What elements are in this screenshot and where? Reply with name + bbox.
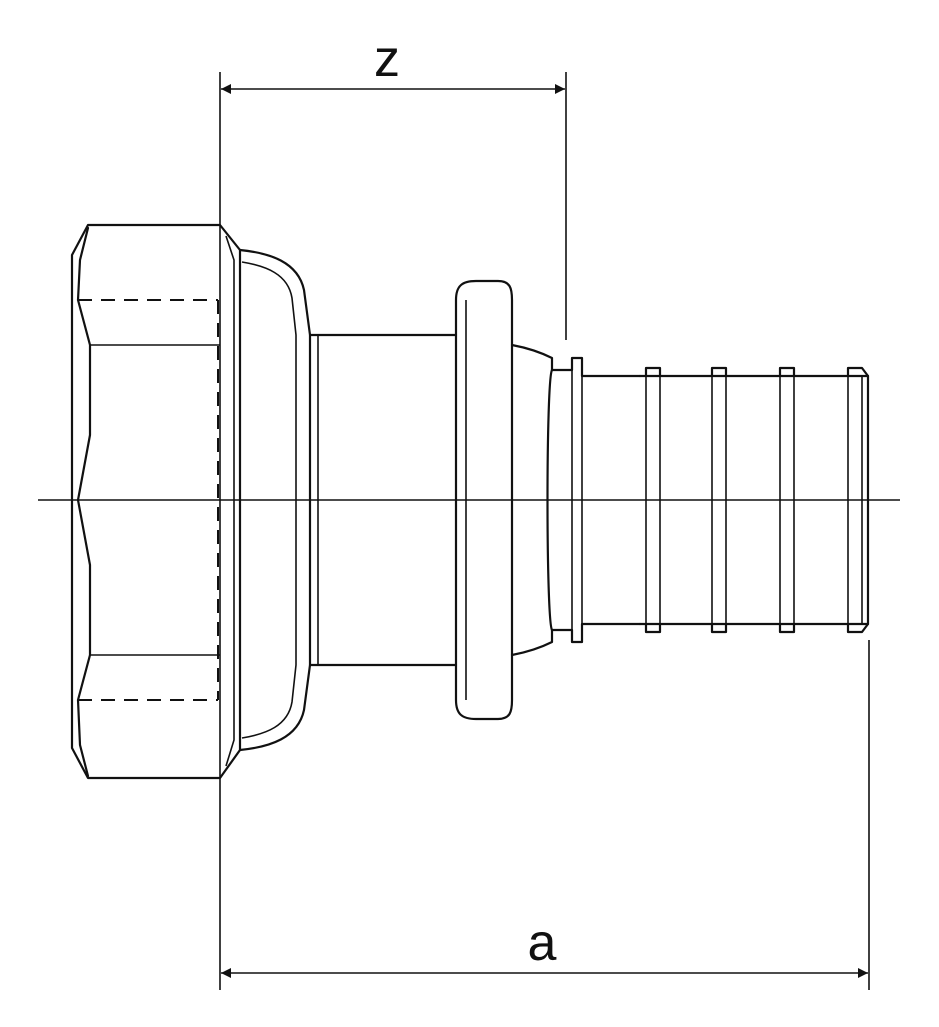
nut-collar — [238, 248, 312, 752]
dimension-z-label: z — [374, 30, 400, 88]
neck — [510, 343, 642, 657]
dimension-a-label: a — [528, 914, 557, 972]
dimension-z: z — [219, 30, 567, 340]
flange — [454, 279, 514, 721]
body-cylinder — [308, 333, 458, 667]
union-nut — [70, 223, 242, 780]
dimension-a: a — [219, 640, 870, 990]
insert-tail — [638, 366, 870, 634]
